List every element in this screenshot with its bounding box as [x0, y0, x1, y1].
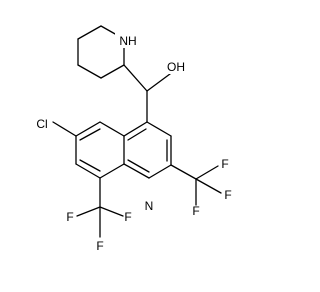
oh-label: OH [167, 60, 185, 74]
nh-label: NH [119, 34, 136, 48]
fluorine-label: F [66, 210, 73, 224]
bond [123, 163, 150, 179]
bond [99, 121, 125, 137]
bond [148, 164, 172, 179]
bond [79, 159, 101, 172]
bond [195, 178, 222, 194]
fluorine-label: F [224, 188, 231, 202]
fluorine-label: F [192, 204, 199, 218]
bond [99, 163, 125, 179]
fluorine-label: F [124, 210, 131, 224]
bond [75, 121, 101, 137]
bond [123, 64, 148, 92]
bond [146, 70, 175, 92]
atom-labels: NH OH Cl N F F F F F F [30, 33, 232, 253]
bond [99, 206, 124, 217]
bond [127, 128, 147, 141]
bond [79, 128, 101, 141]
bond [75, 163, 101, 179]
bond [146, 121, 172, 137]
bond [76, 206, 101, 217]
bond [195, 165, 219, 180]
bond [100, 64, 125, 79]
bond [52, 121, 77, 137]
bond [170, 164, 197, 180]
ring-nitrogen-label: N [145, 199, 154, 213]
fluorine-label: F [96, 239, 103, 253]
bond [77, 25, 102, 40]
bond [77, 64, 102, 79]
bond [123, 121, 148, 137]
fluorine-label: F [221, 157, 228, 171]
chemical-structure-diagram: NH OH Cl N F F F F F F [30, 25, 232, 253]
cl-label: Cl [36, 117, 47, 131]
bond [127, 159, 150, 173]
